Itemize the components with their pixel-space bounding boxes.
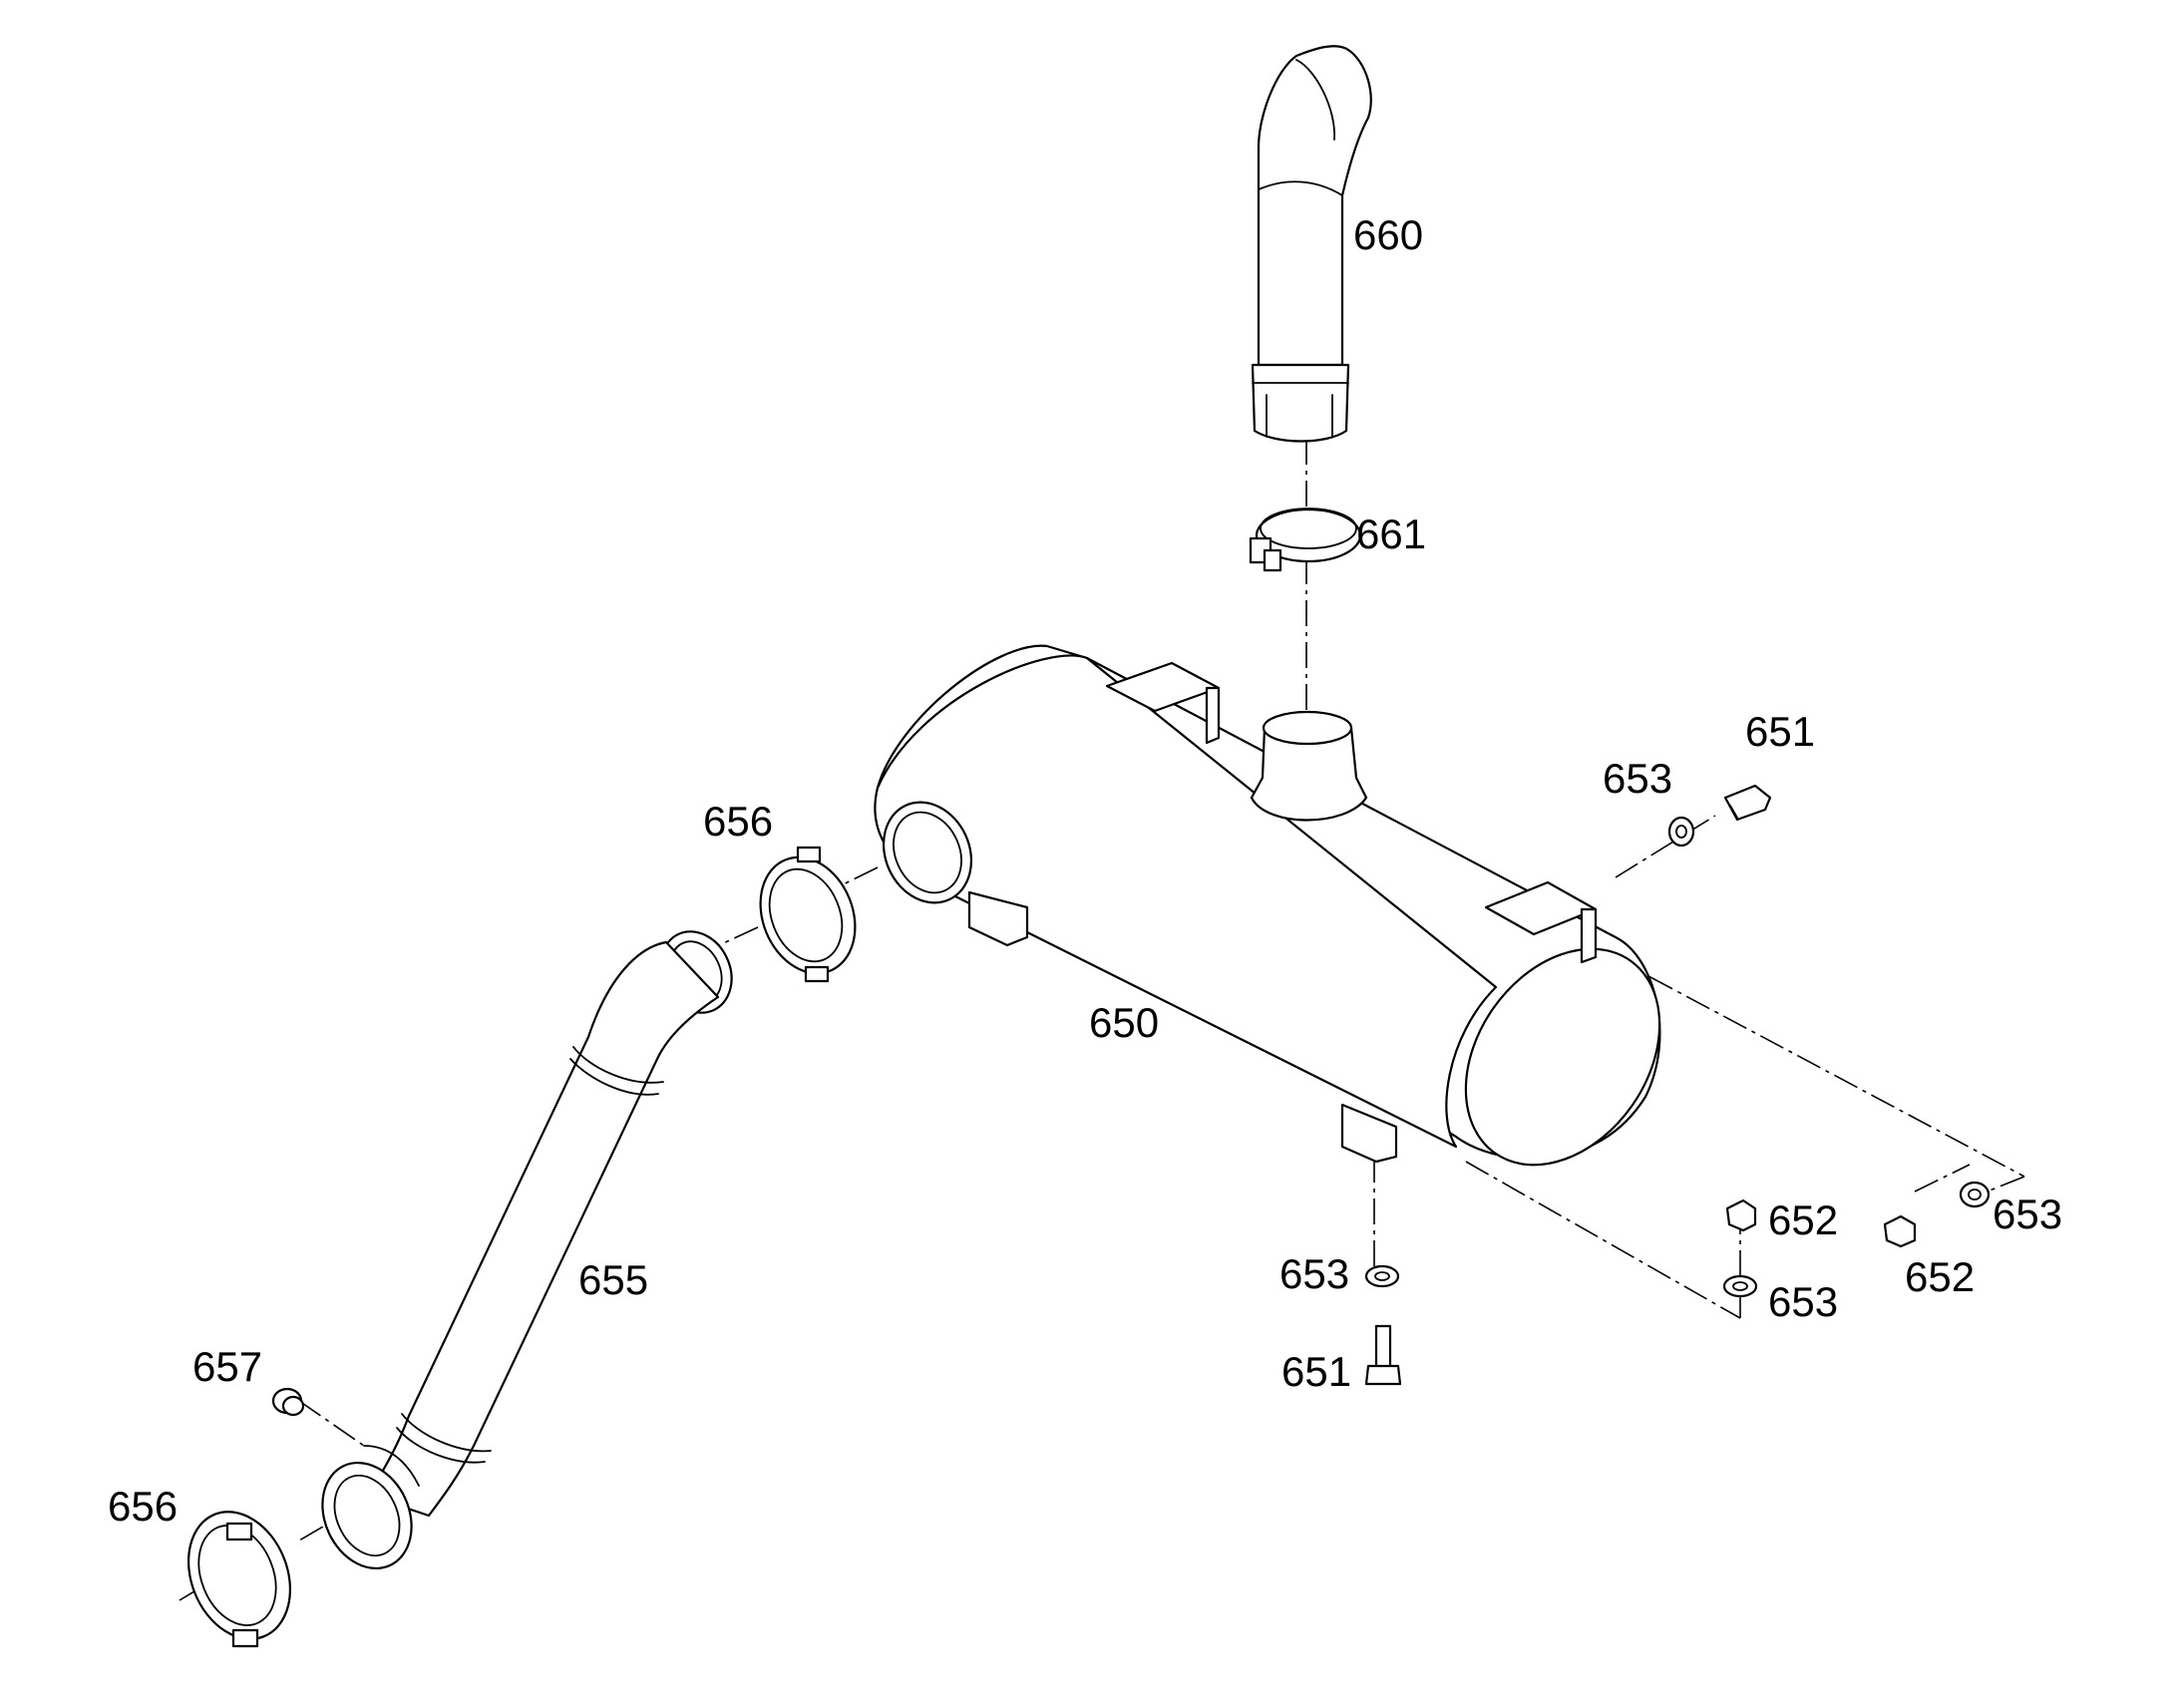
label-inlet-clamp-lower: 656 (108, 1483, 178, 1530)
muffler (874, 644, 1661, 1167)
tailpipe (1251, 45, 1372, 443)
label-washer-middle: 653 (1768, 1278, 1838, 1325)
label-muffler: 650 (1089, 999, 1159, 1046)
nut-middle (1725, 1198, 1757, 1232)
bolt-top (1723, 784, 1772, 822)
label-plug: 657 (192, 1343, 262, 1390)
washer-bottom (1364, 1264, 1400, 1288)
inlet-clamp-lower (186, 1511, 292, 1648)
exhaust-pipe (363, 930, 733, 1518)
washer-top (1667, 816, 1695, 848)
washer-right (1959, 1181, 1991, 1208)
label-bolt-bottom: 651 (1281, 1348, 1351, 1395)
label-tailpipe-clamp: 661 (1356, 511, 1426, 557)
tailpipe-clamp (1249, 508, 1362, 572)
label-bolt-top: 651 (1745, 708, 1815, 755)
label-nut-middle: 652 (1768, 1196, 1838, 1243)
label-nut-right: 652 (1905, 1253, 1975, 1300)
label-washer-right: 653 (1993, 1191, 2062, 1237)
label-washer-bottom: 653 (1279, 1250, 1349, 1297)
callout-labels: 660 661 650 651 653 656 655 657 656 653 … (108, 211, 2062, 1530)
inlet-clamp-upper (759, 846, 857, 983)
label-exhaust-pipe: 655 (578, 1256, 648, 1303)
washer-middle (1722, 1274, 1758, 1298)
label-tailpipe: 660 (1353, 211, 1423, 258)
label-washer-top: 653 (1603, 755, 1672, 802)
bolt-bottom (1364, 1324, 1402, 1386)
plug (271, 1387, 305, 1417)
pipe-lower-flange (321, 1461, 413, 1570)
nut-right (1883, 1214, 1917, 1248)
label-inlet-clamp-upper: 656 (703, 798, 773, 845)
